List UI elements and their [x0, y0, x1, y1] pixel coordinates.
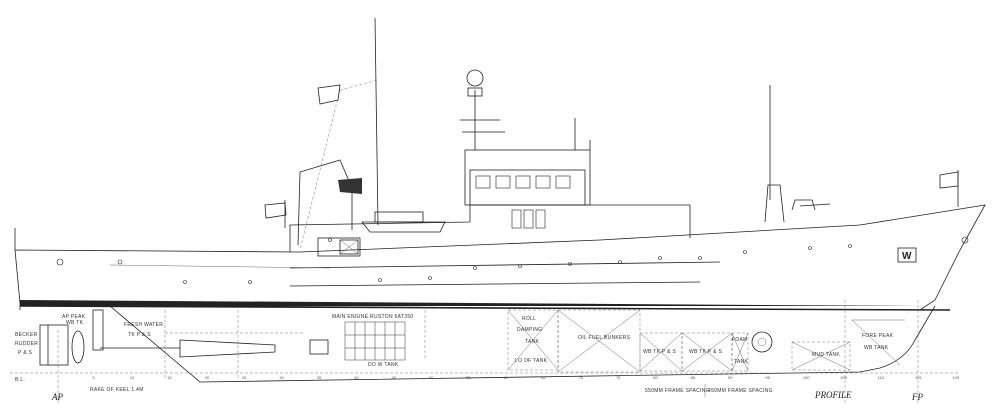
frame-number: 55 [466, 375, 471, 380]
funnel [297, 159, 353, 246]
compartments: BECKER RUDDER P & S AP PEAK WB TK FRESH … [15, 309, 905, 380]
frame-number: 115 [915, 375, 922, 380]
svg-text:ROLL: ROLL [522, 316, 536, 322]
frame-number: 10 [130, 375, 135, 380]
boot-topping [20, 300, 935, 306]
main-mast [374, 17, 379, 226]
frame-number: 85 [691, 375, 696, 380]
frame-number: 80 [653, 375, 658, 380]
svg-text:TK P & S: TK P & S [128, 332, 151, 338]
svg-text:WB TANK: WB TANK [864, 345, 889, 351]
ap-marker: AP [51, 392, 63, 402]
frame-number: 40 [354, 375, 359, 380]
drawing-title: PROFILE [814, 390, 852, 400]
svg-text:WB TK: WB TK [66, 320, 84, 326]
hull-mark-plate [897, 247, 917, 263]
underwater-hull [20, 305, 936, 383]
frame-number: 50 [429, 375, 434, 380]
frame-number: 75 [616, 375, 621, 380]
frame-number: 105 [840, 375, 847, 380]
hull-topsides [14, 204, 986, 311]
svg-text:WB TK P & S: WB TK P & S [643, 349, 676, 355]
svg-text:FRESH WATER: FRESH WATER [124, 322, 163, 328]
portholes [56, 236, 969, 284]
frame-number: 95 [765, 375, 770, 380]
keel-note: RAKE OF KEEL 1.4M [90, 387, 144, 393]
flag [264, 202, 287, 219]
baseline-label: B.L. [15, 377, 25, 383]
frame-number: 30 [279, 375, 284, 380]
frame-number: 120 [952, 375, 959, 380]
frame-number: 35 [317, 375, 322, 380]
frame-numbers: 5 10 15 20 25 30 35 40 45 50 55 60 65 70 75 80 85 90 95 100… [92, 375, 959, 380]
hull-mark: W [902, 251, 912, 262]
frame-number: 25 [242, 375, 247, 380]
svg-text:LO OF TANK: LO OF TANK [515, 358, 548, 364]
flag [317, 84, 341, 105]
svg-text:RUDDER: RUDDER [15, 341, 38, 347]
svg-text:TANK: TANK [525, 339, 540, 345]
svg-text:DAMPING: DAMPING [517, 327, 542, 333]
frame-number: 45 [392, 375, 397, 380]
frame-number: 20 [205, 375, 210, 380]
svg-text:BECKER: BECKER [15, 332, 37, 338]
frame-number: 90 [728, 375, 733, 380]
svg-text:MUD TANK: MUD TANK [812, 352, 840, 358]
svg-text:FORE PEAK: FORE PEAK [862, 333, 894, 339]
radar-dome [466, 69, 484, 87]
rubbing-strake [289, 281, 701, 287]
flag [939, 171, 959, 189]
svg-text:FOAM: FOAM [732, 337, 748, 343]
svg-text:TANK: TANK [734, 359, 749, 365]
rubbing-strake [289, 261, 721, 269]
svg-text:AP PEAK: AP PEAK [62, 314, 86, 320]
svg-text:DO W TANK: DO W TANK [368, 362, 399, 368]
svg-text:P & S: P & S [18, 350, 33, 356]
svg-text:MAIN ENGINE RUSTON 6AT350: MAIN ENGINE RUSTON 6AT350 [332, 314, 414, 320]
waterline [19, 305, 951, 311]
frame-number: 15 [167, 375, 172, 380]
frame-number: 60 [504, 375, 509, 380]
frame-number: 70 [578, 375, 583, 380]
frame-number: 65 [541, 375, 546, 380]
svg-text:OIL FUEL BUNKERS: OIL FUEL BUNKERS [578, 335, 631, 341]
frame-spacing-fore: 450MM FRAME SPACING [708, 388, 773, 394]
superstructure [14, 17, 959, 257]
frame-spacing-aft: 550MM FRAME SPACING [645, 388, 710, 394]
svg-text:WB TK P & S: WB TK P & S [689, 349, 722, 355]
frame-number: 100 [803, 375, 810, 380]
fp-marker: FP [911, 392, 923, 402]
frame-number: 110 [878, 375, 885, 380]
frame-number: 5 [92, 375, 95, 380]
